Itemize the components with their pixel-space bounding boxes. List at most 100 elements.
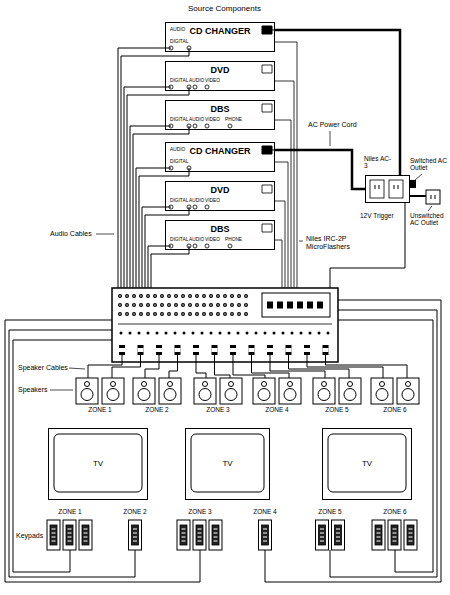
speaker-pair: ZONE 3 <box>192 378 244 416</box>
keypad-use <box>177 520 222 550</box>
source-component: CD CHANGERAUDIODIGITAL <box>165 142 275 172</box>
component-name: DVD <box>166 185 274 195</box>
speaker-pair: ZONE 2 <box>131 378 183 416</box>
zone-label: ZONE 6 <box>372 508 418 515</box>
component-name: DBS <box>166 104 274 114</box>
tv-set: TV <box>185 428 270 500</box>
jack-label: DIGITAL <box>170 198 188 204</box>
zone-label: ZONE 2 <box>119 508 151 515</box>
control-panel <box>262 293 330 317</box>
jack-row <box>120 304 252 306</box>
jack-label: DIGITAL <box>170 78 188 84</box>
keypad-use <box>47 520 92 550</box>
speaker-terminals <box>119 348 330 352</box>
zone-label: ZONE 3 <box>192 406 244 413</box>
jack-label: AUDIO <box>189 78 204 84</box>
jack-label: AUDIO <box>170 27 185 33</box>
jack-label: VIDEO <box>205 198 220 204</box>
keypad: ZONE 6 <box>372 508 418 552</box>
callout-label: Audio Cables <box>50 230 92 238</box>
jack-label: DIGITAL <box>170 117 188 123</box>
speaker-pair-use <box>371 378 419 404</box>
callout-label: Keypads <box>16 532 43 540</box>
outlet-slots <box>375 185 398 189</box>
source-component: DVD DIGITALAUDIOVIDEO <box>165 181 275 211</box>
speaker-pair: ZONE 4 <box>251 378 303 416</box>
speaker-pair-use <box>253 378 301 404</box>
keypad-use <box>372 520 417 550</box>
jack-label: PHONE <box>225 237 242 243</box>
outlet-slots <box>431 195 435 199</box>
wall-outlet <box>426 190 440 204</box>
speaker-pair-use <box>133 378 181 404</box>
outlet-face <box>370 180 384 198</box>
jack-label: VIDEO <box>205 117 220 123</box>
zone-label: ZONE 3 <box>177 508 223 515</box>
source-component: CD CHANGERAUDIODIGITAL <box>165 22 275 52</box>
jack-label: AUDIO <box>189 198 204 204</box>
speaker-cable <box>88 355 407 378</box>
zone-label: ZONE 2 <box>131 406 183 413</box>
keypad-use <box>129 520 142 550</box>
jack-row <box>120 312 252 316</box>
tv-label: TV <box>323 459 411 468</box>
component-name: DBS <box>166 224 274 234</box>
switched-outlet <box>410 180 416 188</box>
receiver-chassis <box>112 288 338 362</box>
speaker-pair: ZONE 1 <box>74 378 126 416</box>
zone-label: ZONE 6 <box>369 406 421 413</box>
jack-label: VIDEO <box>205 78 220 84</box>
power-cord <box>275 150 365 189</box>
keypad: ZONE 2 <box>119 508 151 552</box>
source-component: DBS DIGITALAUDIOVIDEO PHONE <box>165 100 275 130</box>
zone-label: ZONE 4 <box>249 508 281 515</box>
power-controller: Niles AC-3 <box>365 175 410 203</box>
keypad: ZONE 5 <box>312 508 348 552</box>
keypad: ZONE 3 <box>177 508 223 552</box>
ac-cord <box>410 195 426 197</box>
callout-label: Switched AC Outlet <box>410 157 447 172</box>
leader-line <box>50 131 432 390</box>
jack-label: DIGITAL <box>170 39 188 45</box>
zone-label: ZONE 5 <box>311 406 363 413</box>
jack-label: AUDIO <box>189 237 204 243</box>
source-component: DBSDIGITALAUDIOVIDEOPHONE <box>165 220 275 250</box>
power-cord <box>275 30 400 175</box>
source-component: DVDDIGITALAUDIOVIDEO <box>165 61 275 91</box>
audio-cable <box>118 48 189 288</box>
tv-label: TV <box>49 459 147 468</box>
callout-label: Speaker Cables <box>18 364 68 372</box>
tv-set: TV <box>322 428 412 500</box>
jack-label: PHONE <box>225 117 242 123</box>
ir-flasher-wire <box>275 42 297 288</box>
outlet-face <box>389 180 403 198</box>
zone-label: ZONE 5 <box>312 508 348 515</box>
keypad-use <box>316 520 345 550</box>
callout-label: AC Power Cord <box>308 121 357 129</box>
callout-label: Niles IRC-2P MicroFlashers <box>306 235 360 251</box>
jack-row <box>120 303 252 307</box>
jack-row <box>120 294 252 298</box>
zone-label: ZONE 1 <box>47 508 93 515</box>
speaker-pair: ZONE 5 <box>311 378 363 416</box>
callout-label: Speakers <box>18 386 48 394</box>
tv-set: TV <box>48 428 148 500</box>
port-row <box>267 302 326 309</box>
keypad-cable <box>5 300 441 582</box>
jack-label: DIGITAL <box>170 237 188 243</box>
zone-label: ZONE 4 <box>251 406 303 413</box>
speaker-pair: ZONE 6 <box>369 378 421 416</box>
panel-divider <box>118 324 332 325</box>
jack-label: AUDIO <box>189 117 204 123</box>
jack-row <box>120 313 252 315</box>
jack-row <box>120 295 252 297</box>
jack-label: AUDIO <box>170 147 185 153</box>
speaker-pair-use <box>194 378 242 404</box>
speaker-pair-use <box>76 378 124 404</box>
keypad: ZONE 1 <box>47 508 93 552</box>
zone-label: ZONE 1 <box>74 406 126 413</box>
